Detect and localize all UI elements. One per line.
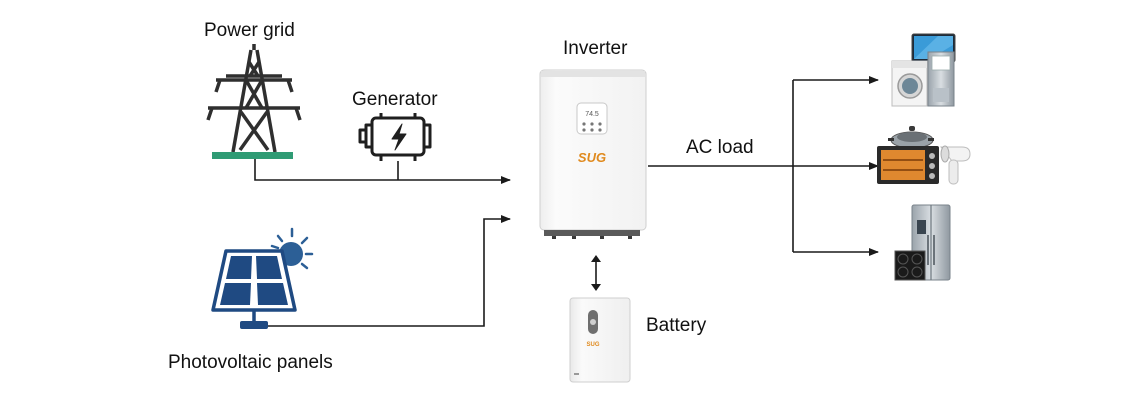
inverter-unit: 74.5 SUG [539,69,647,239]
inverter-brand-logo: SUG [578,150,606,165]
battery-label: Battery [646,315,707,336]
solar-panel-icon [211,227,314,329]
power-tower-icon [206,44,302,153]
power-grid-label: Power grid [204,20,295,41]
connection-lines [254,76,879,327]
photovoltaic-panels-label: Photovoltaic panels [168,352,333,373]
ac-load-label: AC load [686,137,754,158]
wok-oven-hairdryer-icon [877,126,971,185]
inverter-display-value: 74.5 [585,111,599,118]
inverter-label: Inverter [563,38,628,59]
inverter-display [576,102,608,135]
generator-icon [358,113,432,161]
tv-washer-water-cooler-icon [891,33,956,107]
sun-icon [270,227,314,270]
generator-label: Generator [352,89,438,110]
battery-brand-logo: SUG [586,342,599,348]
battery-link-arrow [591,255,601,291]
fridge-induction-cooktop-icon [894,204,951,281]
battery-unit: SUG [569,297,631,383]
tower-base [212,152,293,159]
